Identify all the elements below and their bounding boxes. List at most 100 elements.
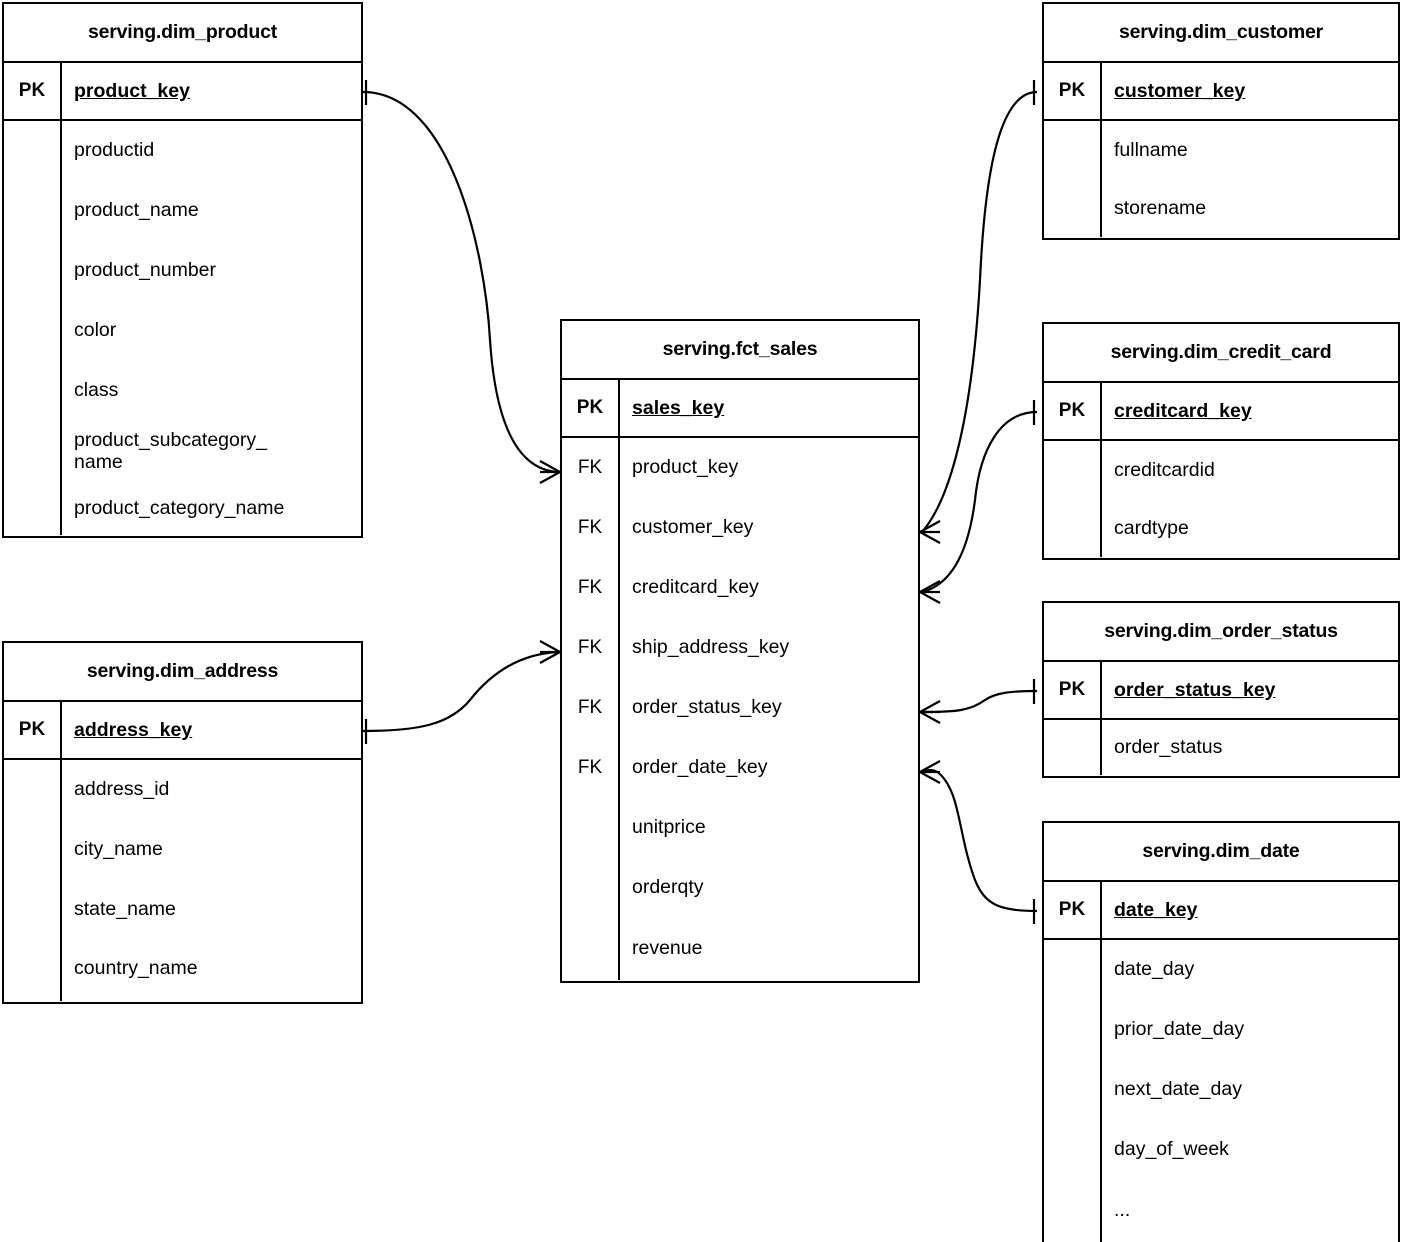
key-badge-empty: [562, 798, 618, 858]
fields-block-dim-order-status: order_status: [1044, 720, 1398, 775]
field-row: product_number: [74, 259, 217, 282]
pk-field-dim-address: address_key: [74, 718, 193, 741]
field-row: productid: [74, 139, 155, 162]
fk-badge: FK: [577, 637, 603, 658]
entity-dim-date[interactable]: serving.dim_date PK date_key date_day pr…: [1042, 821, 1400, 1242]
entity-title-dim-product: serving.dim_product: [4, 4, 361, 63]
edge-dim-customer-to-fct-sales: [919, 80, 1038, 544]
entity-dim-credit-card[interactable]: serving.dim_credit_card PK creditcard_ke…: [1042, 322, 1400, 560]
pk-field-dim-product: product_key: [74, 79, 190, 102]
pk-badge-fct-sales: PK: [562, 380, 620, 436]
field-row: orderqty: [632, 876, 704, 899]
field-row: day_of_week: [1114, 1138, 1229, 1161]
field-row: cardtype: [1114, 517, 1189, 540]
pk-field-fct-sales: sales_key: [632, 396, 725, 419]
field-row: city_name: [74, 838, 163, 861]
pk-badge-dim-product: PK: [4, 63, 62, 119]
pk-badge-dim-address: PK: [4, 702, 62, 758]
crowsfoot-fct-creditcard-key: [919, 580, 941, 604]
entity-dim-order-status[interactable]: serving.dim_order_status PK order_status…: [1042, 601, 1400, 778]
fk-badge: FK: [577, 457, 603, 478]
fields-keycol-dim-customer: [1044, 121, 1102, 237]
field-row: fullname: [1114, 139, 1188, 162]
pk-field-dim-date: date_key: [1114, 898, 1198, 921]
pk-field-dim-customer: customer_key: [1114, 79, 1246, 102]
entity-dim-product[interactable]: serving.dim_product PK product_key produ…: [2, 2, 363, 538]
entity-title-dim-order-status: serving.dim_order_status: [1044, 603, 1398, 662]
entity-title-dim-address: serving.dim_address: [4, 643, 361, 702]
pk-row-dim-order-status: PK order_status_key: [1044, 662, 1398, 720]
pk-badge-dim-date: PK: [1044, 882, 1102, 938]
field-row: unitprice: [632, 816, 706, 839]
edge-dim-order-status-to-fct-sales: [919, 679, 1038, 724]
field-row: ship_address_key: [632, 636, 790, 659]
fields-block-fct-sales: FK FK FK FK FK FK product_key customer_k…: [562, 438, 918, 980]
key-badge-empty: [562, 858, 618, 918]
field-row: product_name: [74, 199, 199, 222]
crowsfoot-fct-order-date-key: [919, 760, 941, 784]
fk-badge: FK: [577, 577, 603, 598]
fields-list-dim-order-status: order_status: [1102, 720, 1398, 775]
pk-badge-dim-customer: PK: [1044, 63, 1102, 119]
pk-field-dim-order-status: order_status_key: [1114, 678, 1276, 701]
entity-title-dim-customer: serving.dim_customer: [1044, 4, 1398, 63]
field-row: product_key: [632, 456, 739, 479]
crowsfoot-fct-order-status-key: [919, 700, 941, 724]
fk-badge: FK: [577, 697, 603, 718]
fields-block-dim-product: productid product_name product_number co…: [4, 121, 361, 535]
pk-row-dim-address: PK address_key: [4, 702, 361, 760]
edge-dim-date-to-fct-sales: [919, 760, 1038, 924]
entity-title-dim-date: serving.dim_date: [1044, 823, 1398, 882]
crowsfoot-fct-ship-address-key: [539, 640, 561, 664]
field-row: state_name: [74, 898, 176, 921]
field-row: country_name: [74, 957, 198, 980]
fields-list-dim-product: productid product_name product_number co…: [62, 121, 361, 535]
fields-keycol-fct-sales: FK FK FK FK FK FK: [562, 438, 620, 980]
entity-title-fct-sales: serving.fct_sales: [562, 321, 918, 380]
field-row: revenue: [632, 937, 703, 960]
field-row: order_status_key: [632, 696, 782, 719]
fields-keycol-dim-date: [1044, 940, 1102, 1242]
crowsfoot-fct-customer-key: [919, 520, 941, 544]
entity-dim-customer[interactable]: serving.dim_customer PK customer_key ful…: [1042, 2, 1400, 240]
field-row: product_subcategory_ name: [74, 429, 267, 473]
field-row: next_date_day: [1114, 1078, 1242, 1101]
pk-row-fct-sales: PK sales_key: [562, 380, 918, 438]
field-row: order_date_key: [632, 756, 768, 779]
pk-row-dim-credit-card: PK creditcard_key: [1044, 383, 1398, 441]
edge-dim-credit-card-to-fct-sales: [919, 400, 1038, 604]
fields-list-dim-customer: fullname storename: [1102, 121, 1398, 237]
fields-list-dim-credit-card: creditcardid cardtype: [1102, 441, 1398, 557]
field-row: customer_key: [632, 516, 754, 539]
field-row: date_day: [1114, 958, 1195, 981]
fields-list-dim-address: address_id city_name state_name country_…: [62, 760, 361, 1001]
fk-badge: FK: [577, 757, 603, 778]
fields-keycol-dim-address: [4, 760, 62, 1001]
pk-badge-dim-order-status: PK: [1044, 662, 1102, 718]
crowsfoot-fct-product-key: [539, 460, 561, 484]
field-row: address_id: [74, 778, 170, 801]
field-row: storename: [1114, 197, 1207, 220]
field-row: creditcard_key: [632, 576, 759, 599]
fields-keycol-dim-product: [4, 121, 62, 535]
entity-fct-sales[interactable]: serving.fct_sales PK sales_key FK FK FK …: [560, 319, 920, 983]
pk-field-dim-credit-card: creditcard_key: [1114, 399, 1252, 422]
fields-block-dim-address: address_id city_name state_name country_…: [4, 760, 361, 1001]
fields-list-fct-sales: product_key customer_key creditcard_key …: [620, 438, 918, 980]
fk-badge: FK: [577, 517, 603, 538]
pk-row-dim-product: PK product_key: [4, 63, 361, 121]
field-row: ...: [1114, 1199, 1131, 1222]
field-row: class: [74, 379, 119, 402]
entity-dim-address[interactable]: serving.dim_address PK address_key addre…: [2, 641, 363, 1004]
pk-row-dim-customer: PK customer_key: [1044, 63, 1398, 121]
field-row: color: [74, 319, 117, 342]
edge-dim-address-to-fct-sales: [362, 640, 561, 744]
fields-block-dim-date: date_day prior_date_day next_date_day da…: [1044, 940, 1398, 1242]
field-row: creditcardid: [1114, 459, 1215, 482]
field-row: order_status: [1114, 735, 1223, 758]
field-row: product_category_name: [74, 497, 285, 520]
fields-list-dim-date: date_day prior_date_day next_date_day da…: [1102, 940, 1398, 1242]
fields-keycol-dim-order-status: [1044, 720, 1102, 775]
fields-keycol-dim-credit-card: [1044, 441, 1102, 557]
